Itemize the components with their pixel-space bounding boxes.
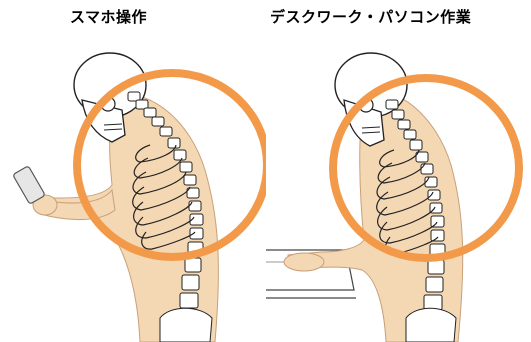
smartphone-posture-illustration [0, 0, 266, 342]
panel-desk-work: デスクワーク・パソコン作業 [266, 0, 531, 342]
pelvis [406, 308, 456, 342]
smartphone [13, 166, 46, 204]
hand [284, 253, 324, 271]
pelvis [160, 308, 212, 342]
desk-posture-illustration [266, 0, 531, 342]
panel-smartphone: スマホ操作 [0, 0, 266, 342]
